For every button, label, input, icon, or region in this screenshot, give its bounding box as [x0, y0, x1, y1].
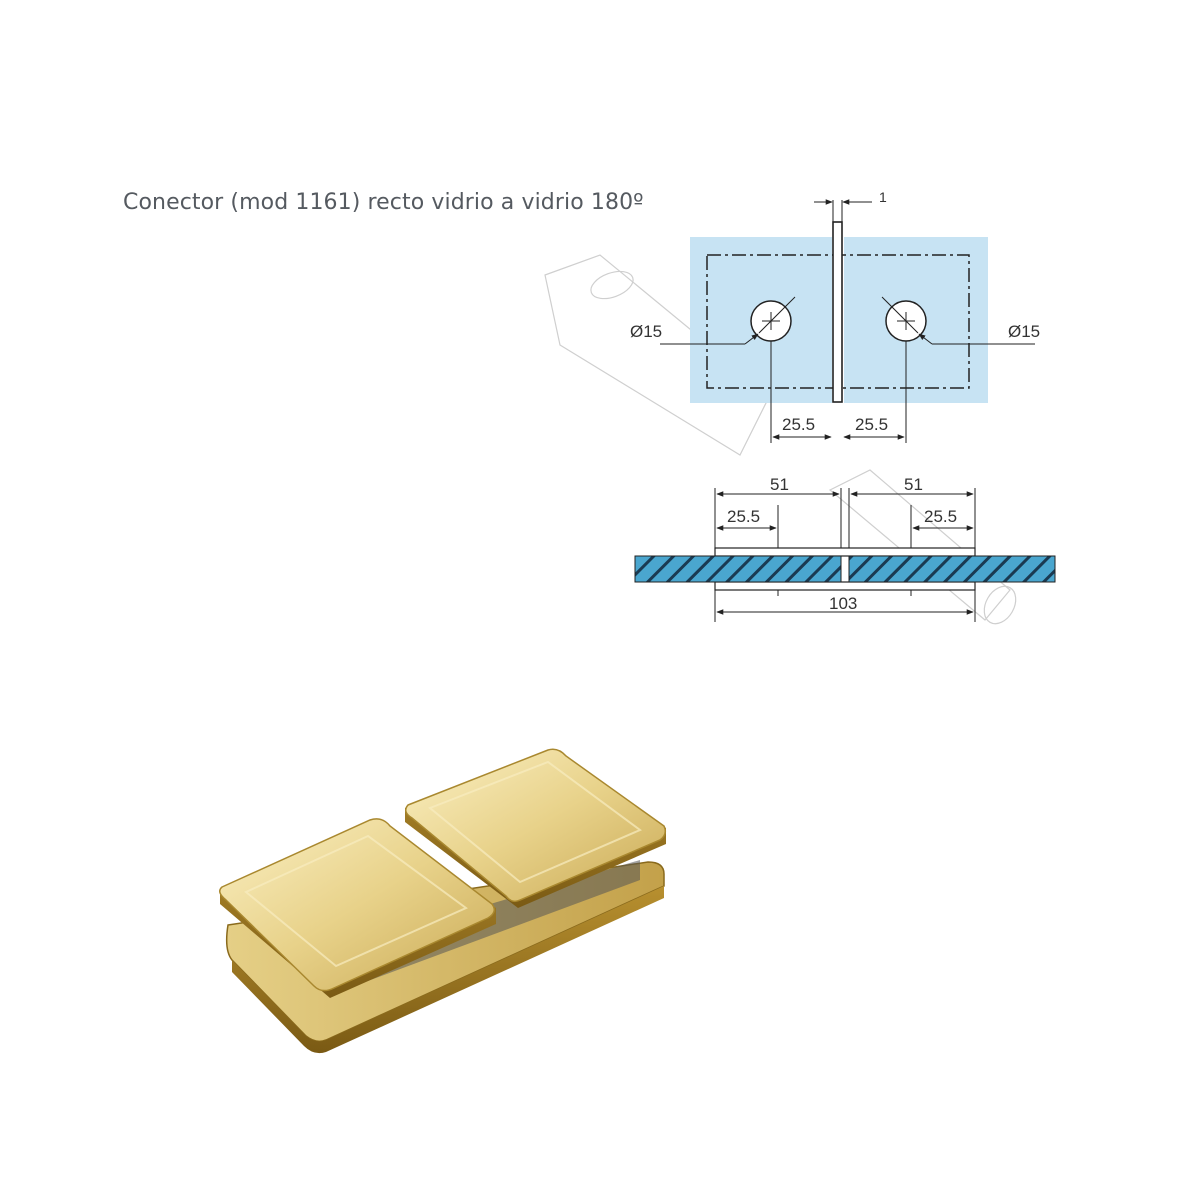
glass-section-right [848, 555, 1056, 583]
section-view-drawing: 51 51 25.5 25.5 103 [634, 475, 1056, 622]
clamp-plate-top [714, 547, 976, 557]
width-left-label: 51 [770, 475, 789, 494]
hole-right-label: Ø15 [1008, 322, 1040, 341]
clamp-block-right [405, 748, 667, 908]
offset-right-label: 25.5 [855, 415, 888, 434]
center-gap [832, 221, 843, 403]
hole-offset-left-label: 25.5 [727, 507, 760, 526]
clamp-plate-bottom [714, 581, 976, 591]
offset-left-label: 25.5 [782, 415, 815, 434]
hole-left-label: Ø15 [630, 322, 662, 341]
glass-section-left [634, 555, 842, 583]
hole-offset-right-label: 25.5 [924, 507, 957, 526]
product-photo [219, 748, 667, 1054]
gap-label: 1 [879, 189, 887, 205]
width-right-label: 51 [904, 475, 923, 494]
product-title: Conector (mod 1161) recto vidrio a vidri… [123, 190, 644, 215]
clamp-block-left [219, 818, 496, 998]
total-length-label: 103 [829, 594, 857, 613]
top-view-drawing: 1 Ø15 Ø15 25.5 25.5 [630, 189, 1040, 443]
